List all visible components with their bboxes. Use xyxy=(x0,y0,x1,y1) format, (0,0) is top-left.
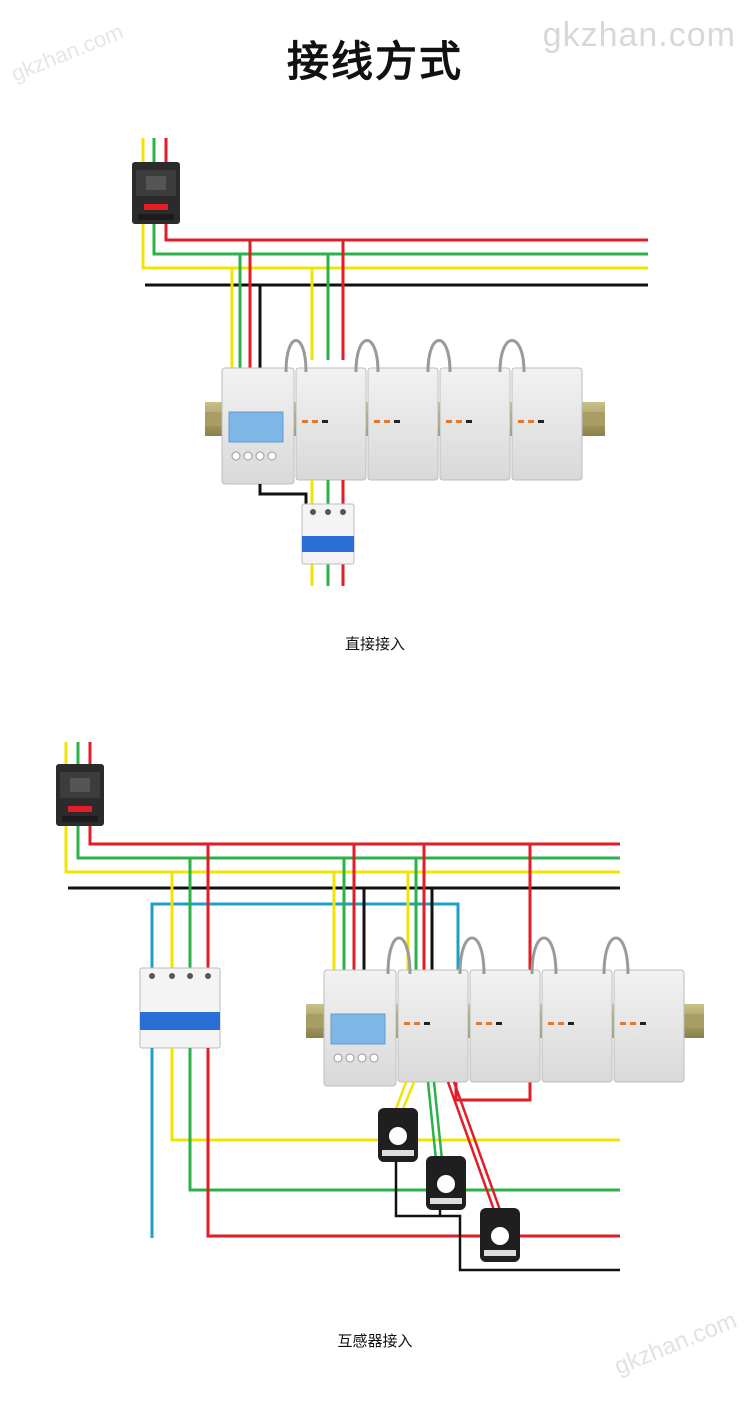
current-transformer-b xyxy=(426,1156,466,1210)
ct-return-wires-2 xyxy=(394,1162,620,1272)
mcb-breaker-1 xyxy=(301,503,355,565)
phase-a-bus-1 xyxy=(141,138,648,270)
current-transformer-c xyxy=(480,1208,520,1262)
meter-module-main-1 xyxy=(221,367,295,485)
mccb-breaker-1 xyxy=(132,162,180,224)
meter-modules-expansion-2 xyxy=(397,969,685,1083)
mccb-breaker-2 xyxy=(56,764,104,826)
watermark-top-right: gkzhan.com xyxy=(542,16,736,54)
module-link-cables-2 xyxy=(386,936,630,975)
mcb-wires-1 xyxy=(258,480,345,586)
phase-b-bus-1 xyxy=(152,138,648,256)
current-transformer-a xyxy=(378,1108,418,1162)
meter-modules-expansion-1 xyxy=(295,367,583,481)
lcd-display-1 xyxy=(228,411,284,443)
mcb-4p-breaker-2 xyxy=(139,967,221,1049)
caption-direct: 直接接入 xyxy=(344,635,405,653)
phase-c-bus-1 xyxy=(164,138,648,242)
meter-feed-wires-1 xyxy=(230,240,345,368)
ct-wiring-diagram xyxy=(56,742,704,1272)
incoming-wires-1 xyxy=(141,138,648,287)
caption-transformer: 互感器接入 xyxy=(337,1332,413,1350)
meter-module-main-2 xyxy=(323,969,397,1087)
module-link-cables-1 xyxy=(284,339,526,373)
direct-wiring-diagram xyxy=(132,138,648,586)
page-title: 接线方式 xyxy=(286,37,463,86)
